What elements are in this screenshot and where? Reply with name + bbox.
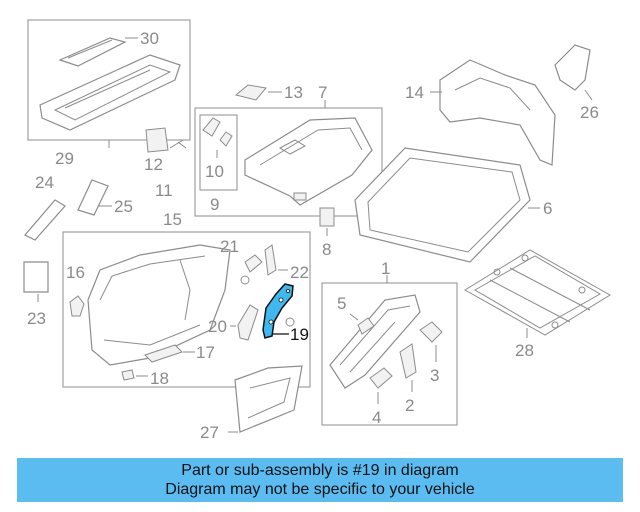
part-13-shape [234,84,267,101]
part-19-highlighted[interactable] [262,283,294,339]
sill-trim-panel [329,294,421,389]
label-9: 9 [210,195,219,214]
part-27: 27 [200,365,303,442]
part-22-shape [264,244,277,276]
label-23: 23 [27,309,46,328]
label-8: 8 [322,240,331,259]
part-17-shape [144,344,183,363]
assembly-1-group: 1 5 3 2 4 [321,259,458,427]
part-10b-shape [219,131,233,147]
part-18-shape [121,369,135,381]
label-26: 26 [580,103,599,122]
label-25: 25 [114,197,133,216]
side-trim-panel [87,244,231,366]
part-27-shape [234,365,303,433]
label-1: 1 [381,259,390,278]
part-16-shape [69,295,85,317]
part-14: 14 [405,59,556,166]
label-10: 10 [205,162,224,181]
part-8: 8 [319,207,335,259]
assembly-box-7 [194,107,383,217]
part-2-shape [399,343,417,379]
banner-line-1: Part or sub-assembly is #19 in diagram [181,462,459,479]
assembly-29-group: 30 29 [27,19,191,168]
part-20-shape [237,304,259,341]
label-7: 7 [318,83,327,102]
banner-line-2: Diagram may not be specific to your vehi… [165,481,475,498]
label-17: 17 [196,343,215,362]
trunk-trim-panel-7 [244,117,373,206]
part-26: 26 [554,44,599,122]
label-6: 6 [543,199,552,218]
parcel-shelf [39,54,181,131]
parts-24-25: 24 25 [24,173,133,241]
part-5-shape [357,317,375,335]
part-21-shape [244,254,263,273]
part-26-shape [554,44,591,91]
label-15: 15 [163,210,182,229]
part-4-shape [369,367,393,389]
label-30: 30 [140,29,159,48]
label-5: 5 [337,294,346,313]
label-19: 19 [290,325,309,344]
assembly-15-group: 15 16 17 18 21 22 20 19 [62,210,311,388]
label-3: 3 [430,366,439,385]
label-22: 22 [290,263,309,282]
label-4: 4 [372,408,381,427]
part-12-shape [145,127,169,153]
part-23: 23 [23,261,49,328]
part-10a-shape [202,117,221,137]
part-13: 13 [234,83,303,102]
fitment-notice-banner: Part or sub-assembly is #19 in diagram D… [17,458,623,502]
assembly-box-1 [321,282,458,426]
part-6: 6 [354,147,552,263]
part-8-shape [319,207,335,227]
part-28: 28 [464,249,611,360]
assembly-box-15 [62,231,311,388]
assembly-7-group: 7 10 9 12 11 [144,83,383,217]
label-24: 24 [35,173,54,192]
label-21: 21 [220,237,239,256]
label-28: 28 [515,341,534,360]
label-13: 13 [284,83,303,102]
label-11: 11 [155,181,173,200]
trunk-mat-6 [354,147,531,263]
label-18: 18 [150,369,169,388]
part-14-shape [439,59,556,166]
part-30-shape [58,37,127,67]
cargo-net-28 [464,249,611,336]
part-23-shape [23,261,49,293]
label-16: 16 [66,263,85,282]
part-24-shape [24,199,66,241]
part-3-shape [419,321,443,343]
parts-diagram: 30 29 7 10 9 12 11 13 14 2 [23,19,611,442]
assembly-box-9 [199,114,238,191]
label-12: 12 [144,155,163,174]
label-14: 14 [405,83,424,102]
label-27: 27 [200,423,219,442]
part-25-shape [77,179,109,216]
label-29: 29 [55,149,74,168]
label-20: 20 [208,317,227,336]
label-2: 2 [405,396,414,415]
